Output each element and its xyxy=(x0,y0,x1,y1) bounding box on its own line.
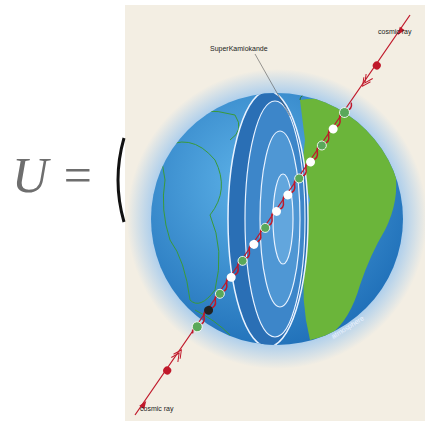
math-symbol: U = xyxy=(12,150,94,200)
neutrino-wave xyxy=(191,101,354,335)
globe xyxy=(151,93,403,345)
atmosphere-glow xyxy=(127,69,425,369)
africa-europe xyxy=(300,99,396,340)
matrix-bracket xyxy=(118,138,124,222)
detector-label: SuperKamiokande xyxy=(210,45,268,52)
earth-cross-section xyxy=(228,91,308,347)
leader-line xyxy=(255,54,290,116)
ray-label: cosmic ray xyxy=(140,405,173,412)
america-outline xyxy=(160,142,221,303)
ray-label: cosmic ray xyxy=(378,28,411,35)
ray-path xyxy=(135,15,410,415)
